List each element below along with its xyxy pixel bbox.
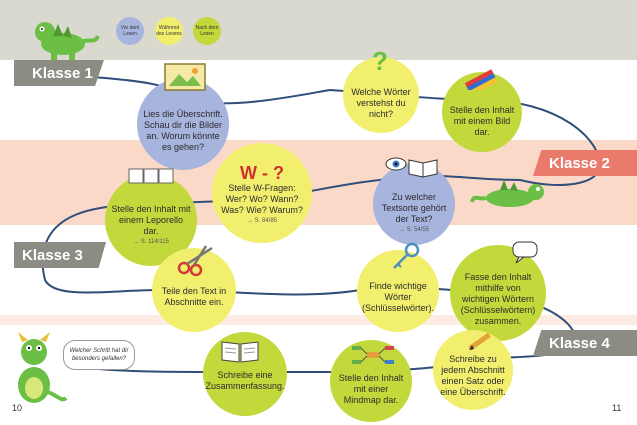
eye-book-icon bbox=[385, 157, 438, 178]
pencils-icon bbox=[464, 69, 498, 90]
dragon-bottom-icon bbox=[18, 332, 68, 403]
key-icon bbox=[393, 242, 420, 269]
dragon-icon bbox=[35, 22, 100, 60]
page-number-left: 10 bbox=[12, 403, 23, 413]
notebook-icon bbox=[221, 341, 259, 363]
flag-klasse-1: Klasse 1 bbox=[14, 60, 104, 86]
upper-white-band bbox=[0, 60, 637, 140]
top-gray-band bbox=[0, 0, 637, 60]
step-zusammenfassung: Schreibe eine Zusammenfassung. bbox=[203, 332, 287, 416]
speech-bubble-icon bbox=[512, 241, 538, 264]
dragon-right-icon bbox=[470, 180, 544, 207]
legend-vor-dem-lesen: Vor dem Lesen bbox=[116, 17, 144, 45]
mindmap-icon bbox=[352, 346, 394, 364]
scissors-icon bbox=[177, 245, 213, 276]
flag-klasse-3: Klasse 3 bbox=[14, 242, 106, 268]
question-mark-icon: ? bbox=[372, 46, 388, 74]
picture-frame-icon bbox=[164, 63, 206, 91]
svg-text:?: ? bbox=[372, 46, 388, 74]
flag-klasse-4: Klasse 4 bbox=[533, 330, 637, 356]
legend-waehrend-des-lesens: Während des Lesens bbox=[155, 17, 183, 45]
step-wichtige-woerter: Finde wichtige Wörter (Schlüsselwörter). bbox=[357, 250, 439, 332]
step-leporello: Stelle den Inhalt mit einem Leporello da… bbox=[105, 174, 197, 266]
flag-klasse-2: Klasse 2 bbox=[533, 150, 637, 176]
bottom-pink-band bbox=[0, 315, 637, 325]
leporello-icon bbox=[128, 168, 174, 184]
pen-icon bbox=[468, 332, 491, 351]
step-w-fragen: W - ? Stelle W-Fragen: Wer? Wo? Wann? Wa… bbox=[212, 143, 312, 243]
step-abschnitte: Teile den Text in Abschnitte ein. bbox=[152, 248, 236, 332]
step-welche-woerter: Welche Wörter verstehst du nicht? bbox=[343, 57, 419, 133]
step-lies-ueberschrift: Lies die Überschrift. Schau dir die Bild… bbox=[137, 78, 229, 170]
dragon-speech-bubble: Welcher Schritt hat dir besonders gefall… bbox=[63, 340, 135, 370]
step-textsorte: Zu welcher Textsorte gehört der Text? → … bbox=[373, 163, 455, 245]
w-question-heading: W - ? bbox=[240, 162, 284, 183]
page-number-right: 11 bbox=[612, 403, 622, 413]
step-fasse-inhalt: Fasse den Inhalt mithilfe von wichtigen … bbox=[450, 245, 546, 341]
legend-nach-dem-lesen: Nach dem Lesen bbox=[193, 17, 221, 45]
